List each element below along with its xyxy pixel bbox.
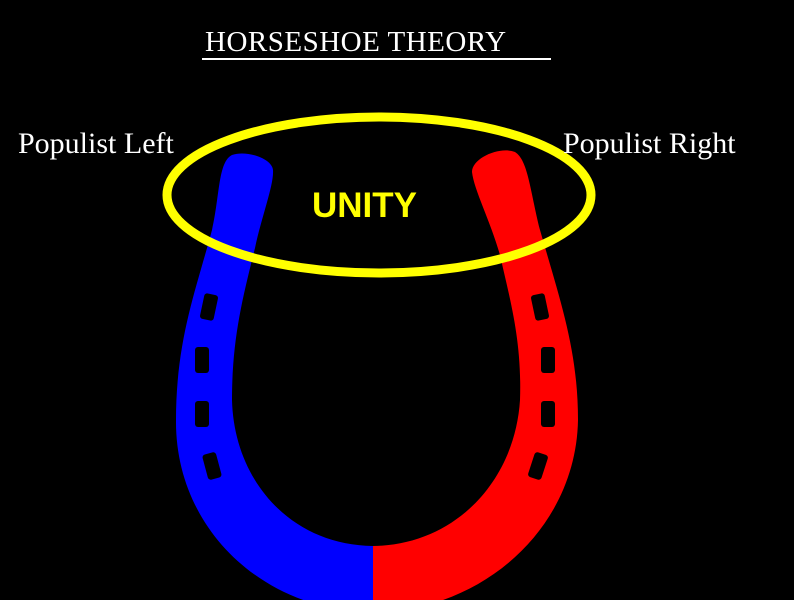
unity-label: UNITY — [312, 186, 417, 225]
unity-ring — [162, 112, 596, 278]
nail-holes-right — [528, 293, 555, 480]
populist-left-label: Populist Left — [18, 127, 174, 160]
nail-holes-left — [195, 293, 222, 480]
page-title: HORSESHOE THEORY — [202, 26, 551, 60]
populist-right-label: Populist Right — [563, 127, 736, 160]
